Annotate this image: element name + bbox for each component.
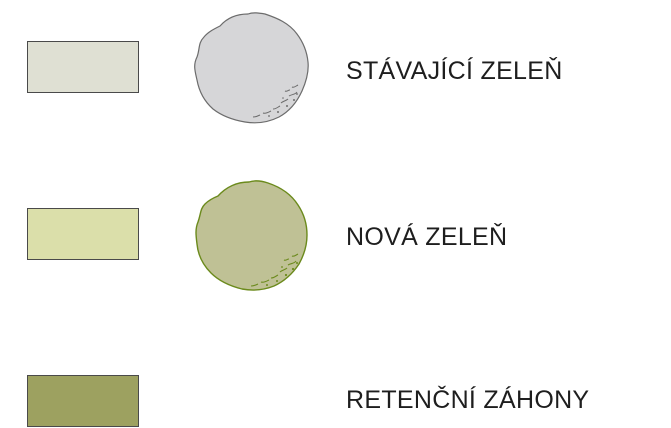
existing-greenery-label: STÁVAJÍCÍ ZELEŇ <box>346 57 563 85</box>
existing-tree-icon <box>194 12 309 124</box>
new-tree-icon <box>195 180 308 291</box>
existing-greenery-swatch <box>27 41 139 93</box>
retention-beds-label: RETENČNÍ ZÁHONY <box>346 386 590 414</box>
retention-beds-swatch <box>27 375 139 427</box>
new-greenery-label: NOVÁ ZELEŇ <box>346 223 508 251</box>
new-greenery-swatch <box>27 208 139 260</box>
